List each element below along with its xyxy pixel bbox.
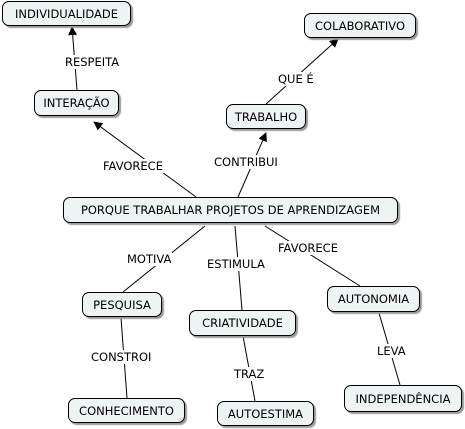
link-label-que-e: QUE É (277, 72, 315, 86)
concept-individualidade: INDIVIDUALIDADE (2, 1, 131, 26)
link-label-motiva: MOTIVA (126, 252, 173, 266)
concept-interacao: INTERAÇÃO (34, 90, 119, 116)
link-label-estimula: ESTIMULA (206, 257, 266, 271)
line-que-e (265, 38, 339, 105)
link-label-leva: LEVA (376, 344, 407, 358)
link-label-contribui: CONTRIBUI (213, 155, 279, 169)
line-favorece-autonomia (264, 225, 361, 287)
concept-independencia: INDEPENDÊNCIA (344, 385, 462, 412)
concept-central: PORQUE TRABALHAR PROJETOS DE APRENDIZAGE… (63, 197, 398, 223)
concept-colaborativo: COLABORATIVO (304, 13, 416, 38)
link-label-traz: TRAZ (233, 367, 266, 381)
link-label-favorece-autonomia: FAVORECE (277, 241, 339, 255)
link-label-constroi: CONSTROI (90, 350, 153, 364)
concept-criatividade: CRIATIVIDADE (189, 310, 296, 336)
concept-conhecimento: CONHECIMENTO (68, 398, 185, 423)
link-label-favorece-interacao: FAVORECE (102, 159, 164, 173)
concept-autoestima: AUTOESTIMA (217, 401, 314, 426)
concept-trabalho: TRABALHO (226, 104, 306, 129)
concept-pesquisa: PESQUISA (82, 292, 162, 317)
link-label-respeita: RESPEITA (64, 55, 121, 69)
concept-autonomia: AUTONOMIA (327, 286, 420, 312)
